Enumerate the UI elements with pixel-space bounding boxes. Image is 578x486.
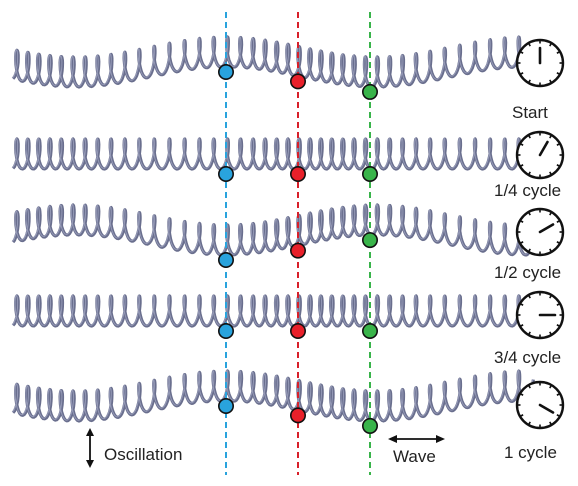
dot-red-quarter (289, 166, 306, 183)
spring-coil-highlight (12, 137, 534, 169)
spring-coil (11, 35, 535, 89)
clock-tick (519, 142, 524, 146)
clock-tick (519, 241, 524, 245)
clock-tick (549, 171, 553, 176)
clock-tick (556, 164, 561, 168)
clock-icons: Start 1/4 cycle 1/2 cycle 3/4 cycle 1 cycle (494, 38, 565, 462)
dot-red-half (289, 242, 306, 259)
row-label-three-quarter: 3/4 cycle (494, 348, 561, 367)
oscillation-label: Oscillation (104, 445, 182, 464)
spring-three-quarter (11, 294, 535, 328)
clock-quarter: 1/4 cycle (494, 130, 565, 200)
spring-coil-highlight (12, 294, 534, 326)
spring-rows (11, 35, 535, 423)
spring-quarter (11, 137, 535, 171)
clock-tick (549, 421, 553, 426)
clock-tick (549, 211, 553, 216)
clock-tick (556, 302, 561, 306)
spring-coil-highlight (12, 203, 534, 255)
clock-three-quarter: 3/4 cycle (494, 290, 565, 367)
dot-blue-start (218, 64, 235, 81)
wave-label: Wave (393, 447, 436, 466)
dot-red-start (289, 73, 306, 90)
dot-green-quarter (361, 166, 378, 183)
clock-tick (527, 134, 531, 139)
clock-half: 1/2 cycle (494, 207, 565, 282)
row-label-half: 1/2 cycle (494, 263, 561, 282)
dot-green-three-quarter (361, 322, 378, 339)
clock-full: 1 cycle (504, 380, 565, 462)
clock-tick (549, 384, 553, 389)
clock-tick (527, 42, 531, 47)
clock-tick (519, 302, 524, 306)
clock-tick (527, 331, 531, 336)
clock-tick (549, 248, 553, 253)
clock-tick (527, 294, 531, 299)
clock-tick (519, 324, 524, 328)
clock-hand (538, 403, 555, 414)
dot-green-full (361, 417, 378, 434)
dot-blue-full (218, 397, 235, 414)
dot-blue-quarter (218, 166, 235, 183)
spring-coil-highlight (12, 369, 534, 421)
clock-tick (556, 324, 561, 328)
clock-tick (556, 241, 561, 245)
dot-red-full (289, 407, 306, 424)
spring-full (11, 369, 535, 423)
clock-tick (527, 211, 531, 216)
dot-green-start (361, 83, 378, 100)
clock-tick (549, 294, 553, 299)
clock-tick (549, 331, 553, 336)
clock-tick (519, 72, 524, 76)
clock-tick (556, 414, 561, 418)
clock-tick (527, 421, 531, 426)
clock-hand (538, 140, 549, 157)
row-label-start: Start (512, 103, 548, 122)
clock-tick (519, 414, 524, 418)
clock-tick (556, 50, 561, 54)
clock-tick (549, 79, 553, 84)
clock-tick (519, 219, 524, 223)
spring-coil (11, 369, 535, 423)
row-label-full: 1 cycle (504, 443, 557, 462)
clock-tick (556, 142, 561, 146)
clock-tick (527, 248, 531, 253)
spring-start (11, 35, 535, 89)
clock-hand (538, 223, 555, 234)
row-label-quarter: 1/4 cycle (494, 181, 561, 200)
dot-blue-half (218, 252, 235, 269)
clock-tick (549, 134, 553, 139)
spring-coil-highlight (12, 35, 534, 87)
dot-green-half (361, 232, 378, 249)
clock-tick (519, 164, 524, 168)
dot-red-three-quarter (289, 322, 306, 339)
clock-start: Start (512, 38, 565, 122)
clock-tick (527, 171, 531, 176)
clock-tick (519, 50, 524, 54)
clock-tick (556, 72, 561, 76)
oscillation-arrow (86, 428, 94, 468)
marker-dots (218, 64, 378, 434)
clock-tick (556, 392, 561, 396)
spring-coil (11, 137, 535, 171)
clock-tick (527, 384, 531, 389)
spring-half (11, 203, 535, 257)
spring-coil (11, 294, 535, 328)
clock-tick (556, 219, 561, 223)
clock-tick (527, 79, 531, 84)
dot-blue-three-quarter (218, 322, 235, 339)
clock-tick (519, 392, 524, 396)
clock-tick (549, 42, 553, 47)
wave-arrow (388, 435, 445, 443)
